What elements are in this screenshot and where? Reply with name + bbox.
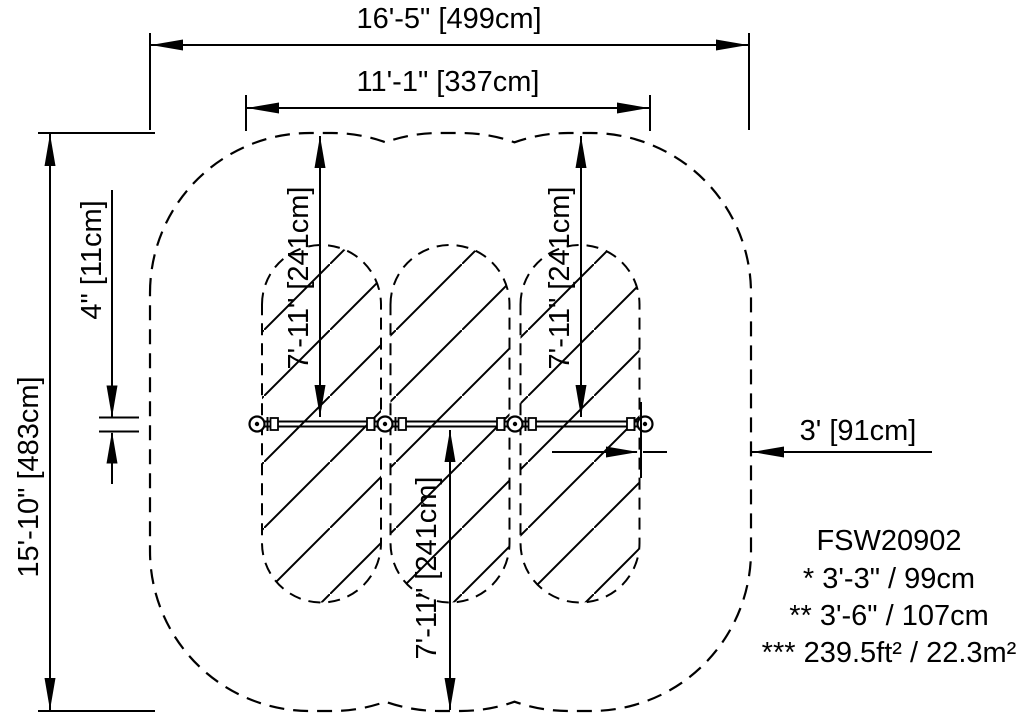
dimension-use-zone-bottom: 7'-11" [241cm]	[411, 430, 456, 710]
dimension-beam-diameter: 4" [11cm]	[76, 190, 139, 484]
arrowhead-right	[617, 102, 649, 114]
arrowhead-left	[752, 446, 784, 458]
dimension-beam-length: 11'-1" [337cm]	[245, 66, 651, 131]
note-2: ** 3'-6" / 107cm	[789, 600, 989, 632]
arrowhead-up	[106, 431, 118, 464]
dimension-side-clearance: 3' [91cm]	[552, 402, 932, 478]
arrowhead-bottom	[444, 678, 456, 710]
arrowhead-bottom	[575, 385, 587, 417]
arrowhead-top	[575, 136, 587, 168]
use-zones	[261, 244, 641, 604]
swing-beam	[248, 415, 654, 433]
arrowhead-right	[716, 39, 748, 51]
hanger-bracket	[397, 417, 407, 431]
hanger-bracket	[626, 417, 636, 431]
beam-diameter-label: 4" [11cm]	[76, 200, 108, 319]
arrowhead-top	[444, 430, 456, 462]
hanger-bracket	[527, 417, 537, 431]
use-zone-bay-2	[389, 244, 511, 604]
hanger-bracket	[269, 417, 279, 431]
use-zone-bay-3	[519, 244, 641, 604]
protective-area-boundary	[148, 131, 753, 713]
arrowhead-down	[106, 385, 118, 418]
hanger-bracket	[366, 417, 376, 431]
post-fitting-pin	[254, 421, 260, 427]
arrowhead-bottom	[314, 385, 326, 417]
side-clearance-label: 3' [91cm]	[800, 415, 917, 447]
dimension-use-zone-right: 7'-11" [241cm]	[544, 136, 587, 417]
post-fitting-pin	[382, 421, 388, 427]
arrowhead-left	[247, 102, 279, 114]
use-zone-bottom-label: 7'-11" [241cm]	[411, 477, 443, 660]
dimension-overall-depth: 15'-10" [483cm]	[13, 132, 155, 712]
note-1: * 3'-3" / 99cm	[803, 563, 975, 595]
use-zone-bay-1	[261, 244, 382, 604]
dimension-overall-width: 16'-5" [499cm]	[149, 3, 750, 130]
post-fitting-pin	[512, 421, 518, 427]
note-3: *** 239.5ft² / 22.3m²	[762, 637, 1017, 669]
model-number: FSW20902	[816, 525, 961, 557]
swing-hangers	[266, 417, 636, 431]
arrowhead-bottom	[44, 678, 56, 710]
overall-depth-label: 15'-10" [483cm]	[13, 376, 45, 577]
notes-block: FSW20902 * 3'-3" / 99cm ** 3'-6" / 107cm…	[762, 525, 1017, 669]
arrowhead-top	[314, 136, 326, 168]
overall-width-label: 16'-5" [499cm]	[356, 3, 541, 35]
arrowhead-right	[606, 446, 638, 458]
beam-post-fittings	[248, 415, 654, 433]
post-fitting-pin	[642, 421, 648, 427]
use-zone-left-label: 7'-11" [241cm]	[283, 187, 315, 370]
arrowhead-left	[151, 39, 183, 51]
arrowhead-top	[44, 134, 56, 166]
use-zone-right-label: 7'-11" [241cm]	[544, 187, 576, 370]
beam-length-label: 11'-1" [337cm]	[357, 66, 540, 98]
dimension-use-zone-left: 7'-11" [241cm]	[283, 136, 326, 417]
hanger-bracket	[496, 417, 506, 431]
